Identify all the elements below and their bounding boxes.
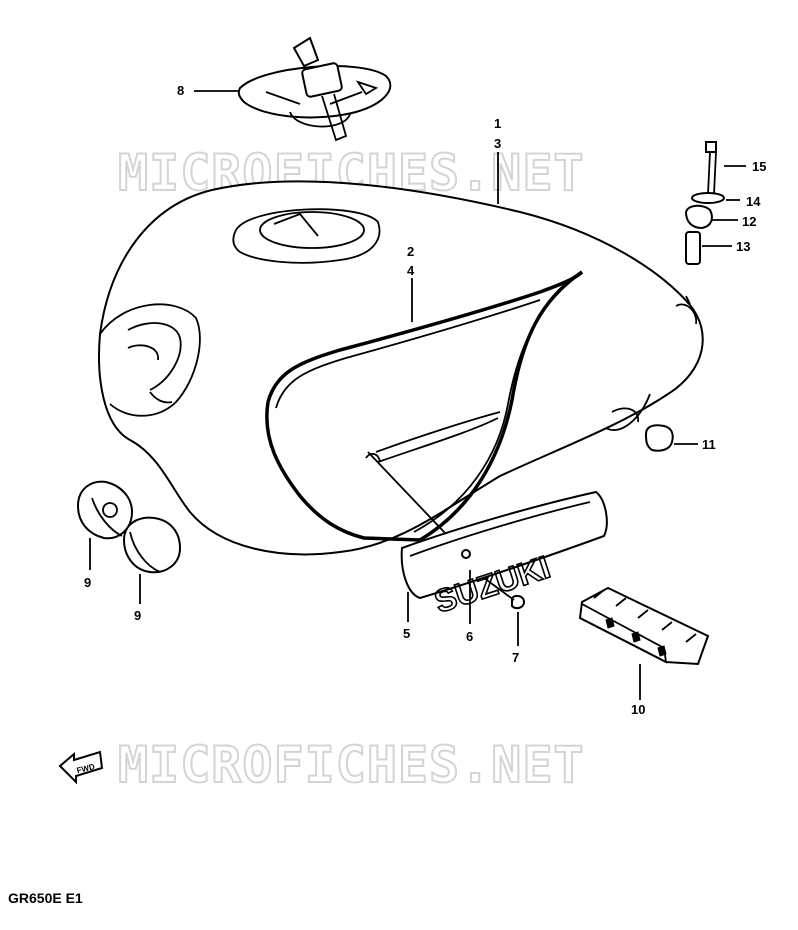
emblem-clip — [461, 549, 471, 559]
leader-lines — [89, 90, 746, 700]
callout-1: 1 — [494, 116, 501, 131]
cushion-right — [122, 516, 182, 574]
tank-rear-cushion — [578, 586, 710, 666]
callout-8: 8 — [177, 83, 184, 98]
callout-13: 13 — [736, 239, 750, 254]
model-code: GR650E E1 — [8, 890, 83, 906]
callout-9-left: 9 — [84, 575, 91, 590]
side-stripe — [265, 270, 584, 542]
callout-2: 2 — [407, 244, 414, 259]
grommet-11 — [644, 424, 674, 452]
callout-11: 11 — [702, 437, 716, 452]
mounting-hardware — [684, 141, 725, 305]
callout-3: 3 — [494, 136, 501, 151]
callout-6: 6 — [466, 629, 473, 644]
cushion-left — [76, 480, 134, 540]
callout-15: 15 — [752, 159, 766, 174]
fuel-tank — [98, 180, 704, 556]
callout-9-right: 9 — [134, 608, 141, 623]
watermark-bottom: MICROFICHES.NET — [118, 736, 585, 794]
callout-10: 10 — [631, 702, 645, 717]
callouts: 1 3 2 4 5 6 7 8 9 9 10 11 12 13 14 15 — [84, 83, 766, 717]
emblem-screw — [483, 577, 526, 610]
callout-14: 14 — [746, 194, 761, 209]
callout-12: 12 — [742, 214, 756, 229]
callout-5: 5 — [403, 626, 410, 641]
callout-7: 7 — [512, 650, 519, 665]
fuel-cap — [237, 36, 392, 142]
callout-4: 4 — [407, 263, 415, 278]
forward-arrow-icon: FWD — [58, 750, 104, 785]
forward-arrow-label: FWD — [76, 762, 96, 775]
